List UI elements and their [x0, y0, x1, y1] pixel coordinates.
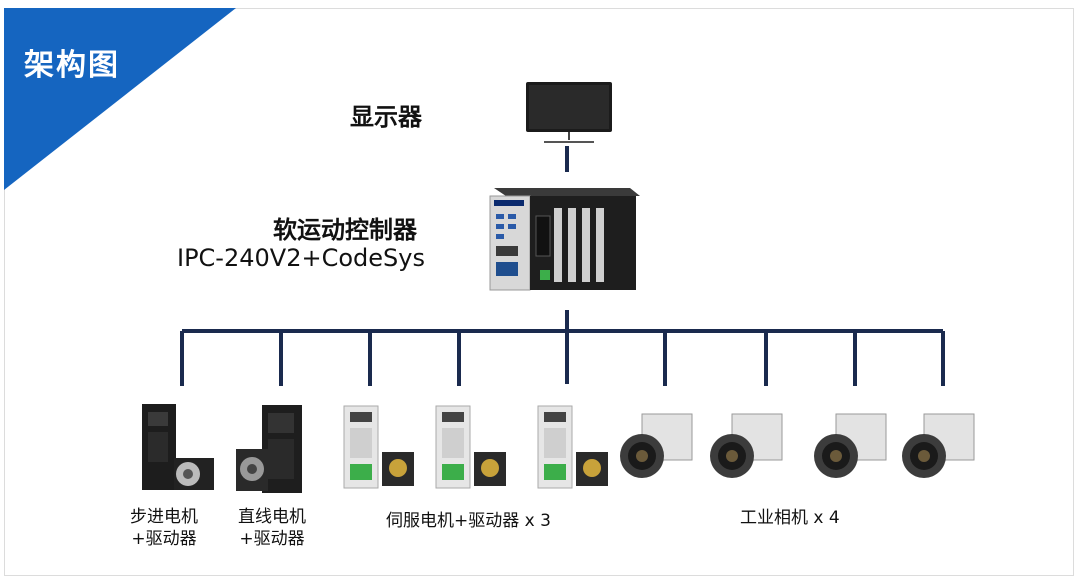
ipc-controller-icon [489, 188, 640, 291]
linear-motor-driver-icon [236, 405, 302, 493]
servo-label: 伺服电机+驱动器 x 3 [386, 511, 551, 531]
stepper-label: 步进电机 +驱动器 [130, 506, 198, 550]
linear-label-line1: 直线电机 [238, 507, 306, 527]
monitor-icon [526, 82, 612, 143]
camera-label: 工业相机 x 4 [740, 508, 840, 528]
stepper-label-line1: 步进电机 [130, 507, 198, 527]
linear-label-line2: +驱动器 [239, 529, 305, 549]
servo-driver-icon-3 [537, 405, 608, 489]
page-title: 架构图 [24, 48, 120, 83]
display-label: 显示器 [350, 103, 422, 131]
stepper-label-line2: +驱动器 [131, 529, 197, 549]
servo-driver-icon-1 [343, 405, 414, 489]
industrial-camera-icon-1 [620, 413, 693, 478]
title-banner [4, 8, 236, 190]
industrial-camera-icon-4 [902, 413, 975, 478]
stepper-motor-driver-icon [142, 404, 214, 490]
linear-label: 直线电机 +驱动器 [238, 506, 306, 550]
controller-model: IPC-240V2+CodeSys [177, 244, 425, 272]
industrial-camera-icon-2 [710, 413, 783, 478]
servo-driver-icon-2 [435, 405, 506, 489]
controller-label: 软运动控制器 [273, 216, 417, 244]
industrial-camera-icon-3 [814, 413, 887, 478]
